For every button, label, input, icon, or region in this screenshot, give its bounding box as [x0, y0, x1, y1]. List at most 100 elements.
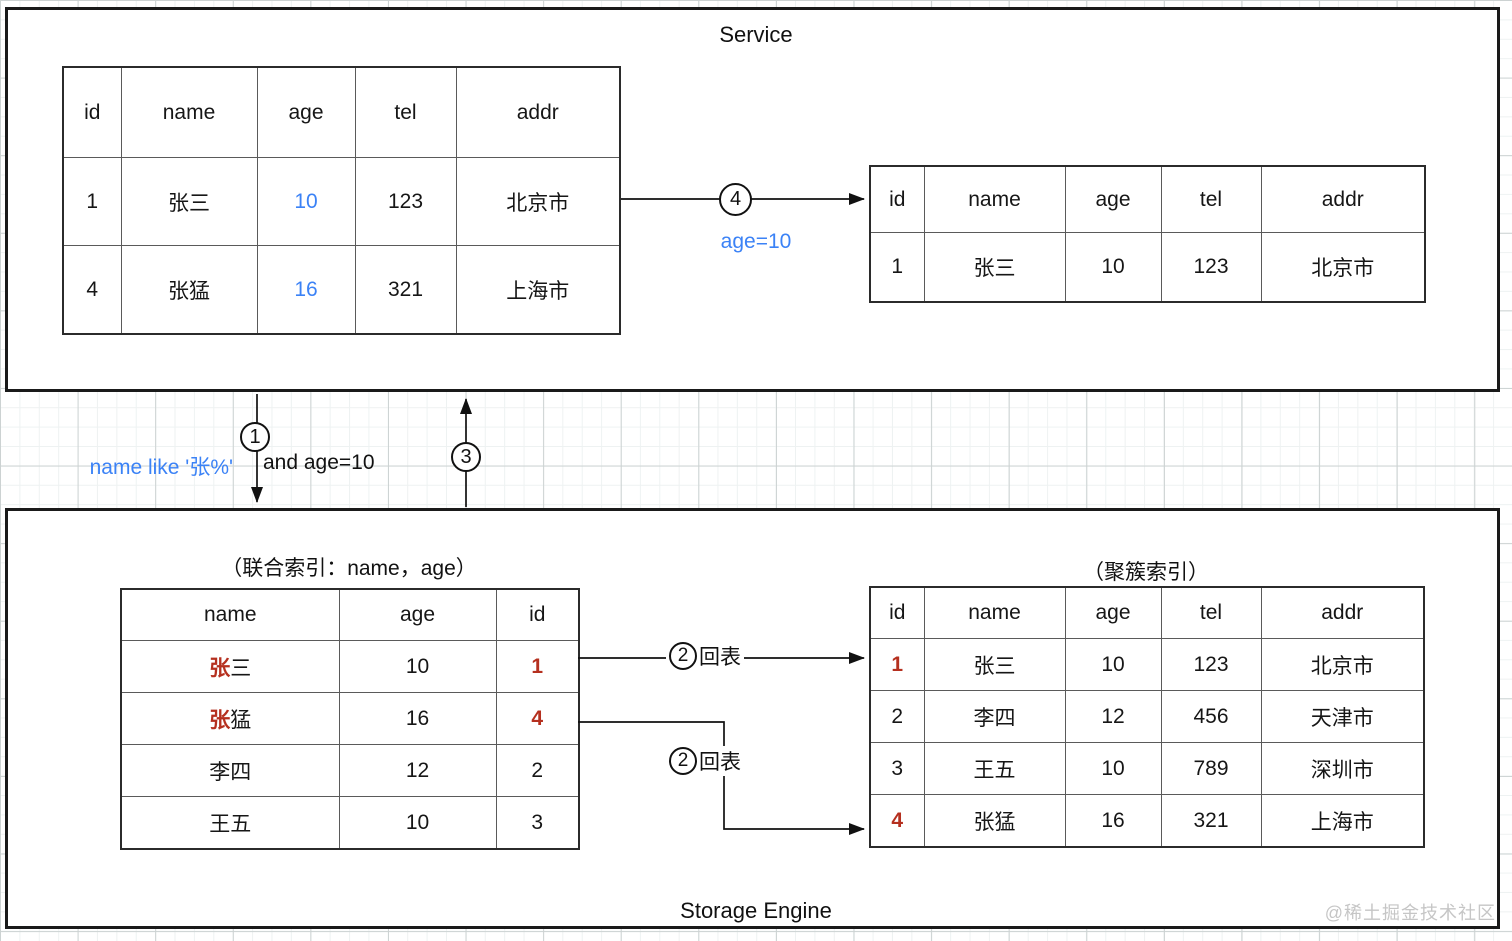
- column-header: tel: [1160, 586, 1262, 639]
- column-header: age: [256, 66, 356, 158]
- table-cell: 4: [495, 692, 580, 745]
- column-header: name: [923, 165, 1066, 233]
- table-cell: 456: [1160, 690, 1262, 743]
- table-cell: 北京市: [1260, 638, 1425, 691]
- cell-text-segment: 张: [209, 708, 231, 732]
- column-header: tel: [1160, 165, 1262, 233]
- table-cell: 张三: [120, 157, 258, 246]
- table-cell: 天津市: [1260, 690, 1425, 743]
- table-cell: 123: [1160, 638, 1262, 691]
- table-cell: 10: [338, 796, 497, 850]
- table-cell: 12: [1064, 690, 1162, 743]
- table-cell: 123: [354, 157, 457, 246]
- back-to-table-text: 回表: [699, 646, 741, 669]
- table-cell: 3: [869, 742, 925, 795]
- table-cell: 张三: [923, 638, 1066, 691]
- table-cell: 10: [1064, 638, 1162, 691]
- step-1-badge: 1: [240, 422, 270, 452]
- step-2-badge: 2: [669, 642, 697, 670]
- table-cell: 张三: [923, 232, 1066, 303]
- table-cell: 4: [869, 794, 925, 848]
- table-cell: 789: [1160, 742, 1262, 795]
- table-cell: 10: [338, 640, 497, 693]
- table-cell: 12: [338, 744, 497, 797]
- column-header: id: [495, 588, 580, 641]
- table-cell: 深圳市: [1260, 742, 1425, 795]
- back-to-table-label-2: 2 回表: [666, 746, 744, 776]
- table-cell: 张猛: [120, 245, 258, 335]
- cell-text-segment: 三: [230, 656, 252, 680]
- table-cell: 10: [1064, 742, 1162, 795]
- column-header: name: [120, 588, 340, 641]
- table-cell: 321: [354, 245, 457, 335]
- table-cell: 王五: [923, 742, 1066, 795]
- table-cell: 1: [869, 638, 925, 691]
- table-cell: 李四: [120, 744, 340, 797]
- column-header: age: [1064, 165, 1162, 233]
- table-cell: 123: [1160, 232, 1262, 303]
- step-4-annotation: age=10: [720, 230, 792, 253]
- table-cell: 张三: [120, 640, 340, 693]
- table-cell: 1: [869, 232, 925, 303]
- table-cell: 上海市: [455, 245, 621, 335]
- table-cell: 北京市: [455, 157, 621, 246]
- secondary-index-title: （联合索引：name，age）: [221, 557, 477, 580]
- table-cell: 16: [1064, 794, 1162, 848]
- step-4-badge: 4: [719, 183, 752, 216]
- query-condition-rest: and age=10: [263, 451, 375, 474]
- table-cell: 张猛: [120, 692, 340, 745]
- column-header: id: [869, 165, 925, 233]
- table-cell: 王五: [120, 796, 340, 850]
- service-title: Service: [719, 22, 793, 47]
- back-to-table-text: 回表: [699, 751, 741, 774]
- table-cell: 3: [495, 796, 580, 850]
- column-header: name: [120, 66, 258, 158]
- table-cell: 李四: [923, 690, 1066, 743]
- column-header: addr: [455, 66, 621, 158]
- cell-text-segment: 张: [209, 656, 231, 680]
- table-cell: 4: [62, 245, 122, 335]
- watermark: @稀土掘金技术社区: [1324, 903, 1496, 923]
- table-cell: 1: [495, 640, 580, 693]
- table-cell: 1: [62, 157, 122, 246]
- column-header: tel: [354, 66, 457, 158]
- column-header: name: [923, 586, 1066, 639]
- query-condition-indexed: name like '张%': [89, 456, 233, 479]
- table-cell: 张猛: [923, 794, 1066, 848]
- step-2-badge: 2: [669, 747, 697, 775]
- column-header: addr: [1260, 586, 1425, 639]
- table-cell: 2: [869, 690, 925, 743]
- table-cell: 10: [1064, 232, 1162, 303]
- table-cell: 2: [495, 744, 580, 797]
- table-cell: 10: [256, 157, 356, 246]
- column-header: id: [869, 586, 925, 639]
- column-header: addr: [1260, 165, 1426, 233]
- table-cell: 16: [338, 692, 497, 745]
- back-to-table-label-1: 2 回表: [666, 641, 744, 671]
- table-cell: 上海市: [1260, 794, 1425, 848]
- storage-engine-title: Storage Engine: [680, 898, 832, 923]
- column-header: id: [62, 66, 122, 158]
- column-header: age: [338, 588, 497, 641]
- step-3-badge: 3: [451, 442, 481, 472]
